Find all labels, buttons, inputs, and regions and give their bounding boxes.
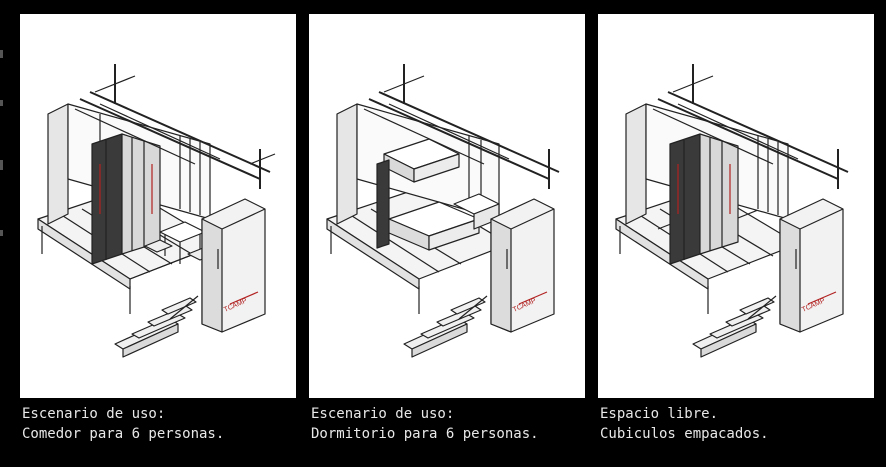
caption-dining: Escenario de uso: Comedor para 6 persona…: [22, 404, 224, 444]
caption-bedroom: Escenario de uso: Dormitorio para 6 pers…: [311, 404, 539, 444]
panel-packed: TCAMP: [598, 14, 874, 398]
left-edge-marks: [0, 50, 3, 236]
caption-line-1: Escenario de uso:: [22, 406, 166, 422]
camper-packed-illustration: TCAMP: [615, 64, 849, 358]
caption-packed: Espacio libre. Cubiculos empacados.: [600, 404, 769, 444]
caption-line-2: Dormitorio para 6 personas.: [311, 426, 539, 442]
caption-line-2: Cubiculos empacados.: [600, 426, 769, 442]
camper-bedroom-illustration: TCAMP: [326, 64, 560, 358]
caption-line-1: Espacio libre.: [600, 406, 719, 422]
caption-line-1: Escenario de uso:: [311, 406, 455, 422]
panel-dining: TCAMP: [20, 14, 296, 398]
caption-line-2: Comedor para 6 personas.: [22, 426, 225, 442]
camper-dining-illustration: TCAMP: [37, 64, 276, 358]
panel-bedroom: TCAMP: [309, 14, 585, 398]
